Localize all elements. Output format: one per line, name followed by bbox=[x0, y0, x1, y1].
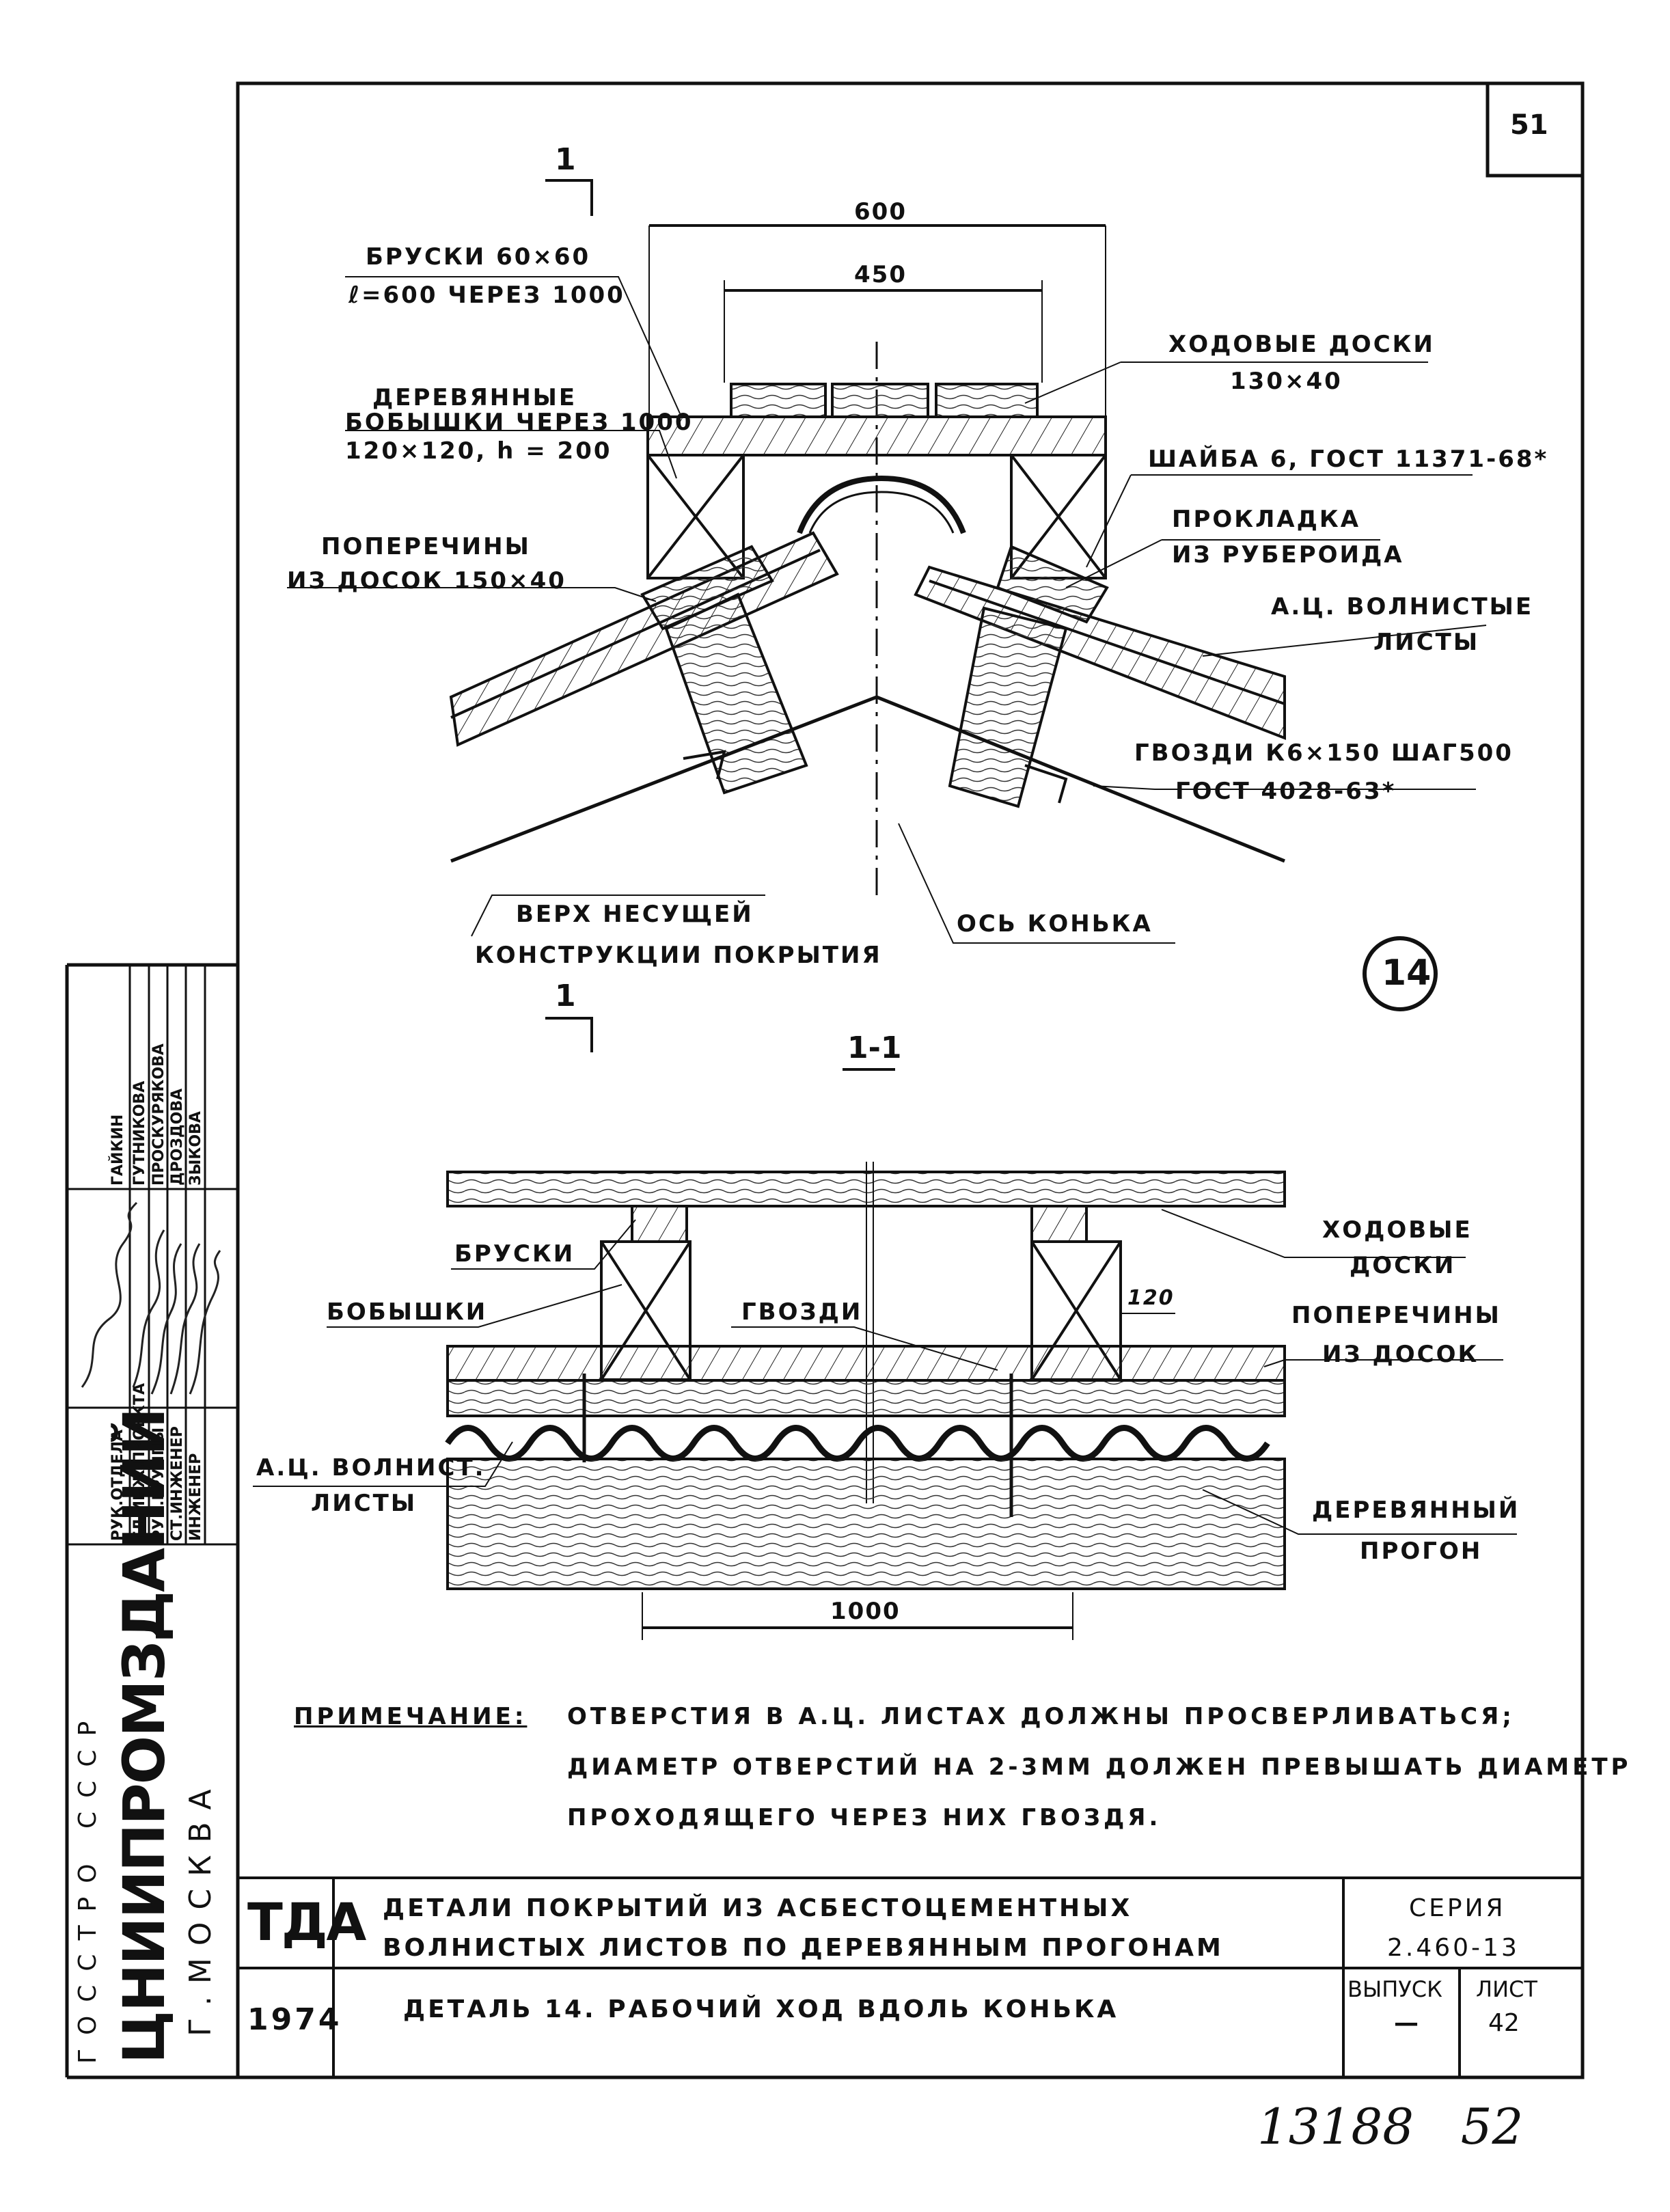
label-poperechiny-1: ПОПЕРЕЧИНЫ bbox=[321, 533, 531, 560]
dimension-120: 120 bbox=[1127, 1286, 1175, 1310]
label-section-poperechiny-1: ПОПЕРЕЧИНЫ bbox=[1291, 1302, 1501, 1329]
side-stamp-city: Г.МОСКВА bbox=[183, 1777, 218, 2036]
label-section-listy-2: ЛИСТЫ bbox=[311, 1490, 418, 1517]
label-poperechiny-2: ИЗ ДОСОК 150×40 bbox=[287, 567, 566, 595]
title-block-year: 1974 bbox=[247, 2002, 342, 2037]
list-label: ЛИСТ bbox=[1476, 1976, 1537, 2002]
detail-number: 14 bbox=[1382, 953, 1432, 994]
detail-title: ДЕТАЛЬ 14. РАБОЧИЙ ХОД ВДОЛЬ КОНЬКА bbox=[403, 1995, 1119, 2023]
series-value: 2.460-13 bbox=[1387, 1934, 1520, 1962]
detail-circle bbox=[1363, 936, 1438, 1011]
title-block-logo: ТДА bbox=[247, 1892, 366, 1952]
side-stamp-gosstroy: ГОССТРО СССР bbox=[74, 1707, 102, 2064]
label-prokladka-2: ИЗ РУБЕРОИДА bbox=[1172, 541, 1404, 569]
side-stamp-role-3: РУК.ГРУППЫ bbox=[150, 1427, 167, 1541]
title-line-1: ДЕТАЛИ ПОКРЫТИЙ ИЗ АСБЕСТОЦЕМЕНТНЫХ bbox=[383, 1894, 1133, 1922]
label-khodovye-2: 130×40 bbox=[1230, 368, 1343, 395]
series-label: СЕРИЯ bbox=[1409, 1894, 1506, 1922]
label-section-bruski: БРУСКИ bbox=[454, 1240, 575, 1268]
label-verkh-1: ВЕРХ НЕСУЩЕЙ bbox=[516, 901, 754, 928]
label-section-khodovye-1: ХОДОВЫЕ bbox=[1322, 1216, 1473, 1244]
label-bruski-2: ℓ=600 ЧЕРЕЗ 1000 bbox=[348, 282, 625, 309]
note-line-3: ПРОХОДЯЩЕГО ЧЕРЕЗ НИХ ГВОЗДЯ. bbox=[567, 1804, 1162, 1831]
label-bobyshki-1: ДЕРЕВЯННЫЕ bbox=[372, 384, 577, 411]
label-listy-2: ЛИСТЫ bbox=[1373, 629, 1480, 656]
label-bobyshki-2: БОБЫШКИ ЧЕРЕЗ 1000 bbox=[345, 409, 694, 436]
note-line-2: ДИАМЕТР ОТВЕРСТИЙ НА 2-3ММ ДОЛЖЕН ПРЕВЫШ… bbox=[567, 1753, 1632, 1781]
section-marker-bottom: 1 bbox=[555, 979, 576, 1013]
vypusk-value: — bbox=[1394, 2009, 1419, 2037]
label-prokladka-1: ПРОКЛАДКА bbox=[1172, 506, 1361, 533]
dimension-1000: 1000 bbox=[830, 1598, 901, 1625]
side-stamp-role-5: ИНЖЕНЕР bbox=[187, 1453, 204, 1541]
dimension-600: 600 bbox=[854, 198, 907, 226]
signatures bbox=[81, 1201, 221, 1395]
title-block-grid bbox=[238, 1876, 1583, 2077]
side-stamp-name-1: ГАЙКИН bbox=[109, 1114, 126, 1186]
label-verkh-2: КОНСТРУКЦИИ ПОКРЫТИЯ bbox=[475, 942, 882, 969]
label-section-poperechiny-2: ИЗ ДОСОК bbox=[1322, 1341, 1479, 1368]
label-bobyshki-3: 120×120, h = 200 bbox=[345, 437, 612, 465]
label-shaiba: ШАЙБА 6, ГОСТ 11371-68* bbox=[1148, 446, 1549, 473]
label-listy-1: А.Ц. ВОЛНИСТЫЕ bbox=[1271, 593, 1534, 620]
label-section-progon-1: ДЕРЕВЯННЫЙ bbox=[1312, 1497, 1520, 1524]
dimension-450: 450 bbox=[854, 261, 907, 288]
section-marker-top: 1 bbox=[555, 142, 576, 177]
section-title: 1-1 bbox=[847, 1030, 902, 1065]
side-stamp-role-1: РУК.ОТДЕЛА bbox=[109, 1429, 126, 1541]
upper-view bbox=[287, 179, 1487, 1052]
label-khodovye-1: ХОДОВЫЕ ДОСКИ bbox=[1168, 331, 1435, 358]
label-section-khodovye-2: ДОСКИ bbox=[1350, 1252, 1456, 1279]
side-stamp-name-2: ГУТНИКОВА bbox=[131, 1080, 148, 1186]
label-os-konka: ОСЬ КОНЬКА bbox=[957, 910, 1153, 938]
label-section-progon-2: ПРОГОН bbox=[1360, 1538, 1483, 1565]
label-gvozdi-1: ГВОЗДИ К6×150 ШАГ500 bbox=[1134, 739, 1514, 767]
side-stamp-name-4: ДРОЗДОВА bbox=[169, 1088, 186, 1186]
label-bruski-1: БРУСКИ 60×60 bbox=[366, 243, 591, 271]
sheet-frame bbox=[65, 81, 1585, 2079]
section-view bbox=[253, 1162, 1517, 1640]
title-line-2: ВОЛНИСТЫХ ЛИСТОВ ПО ДЕРЕВЯННЫМ ПРОГОНАМ bbox=[383, 1934, 1224, 1962]
note-line-1: ОТВЕРСТИЯ В А.Ц. ЛИСТАХ ДОЛЖНЫ ПРОСВЕРЛИ… bbox=[567, 1703, 1515, 1730]
side-stamp-role-4: СТ.ИНЖЕНЕР bbox=[169, 1426, 186, 1541]
label-section-bobyshki: БОБЫШКИ bbox=[327, 1298, 488, 1326]
side-stamp-grid bbox=[67, 965, 238, 1546]
label-section-listy-1: А.Ц. ВОЛНИСТ. bbox=[256, 1454, 486, 1482]
vypusk-label: ВЫПУСК bbox=[1347, 1976, 1442, 2002]
list-value: 42 bbox=[1488, 2009, 1520, 2037]
side-stamp-name-5: ЗЫКОВА bbox=[187, 1111, 204, 1186]
note-heading: ПРИМЕЧАНИЕ: bbox=[294, 1703, 528, 1730]
label-section-gvozdi: ГВОЗДИ bbox=[741, 1298, 863, 1326]
side-stamp-role-2: ГЛ.ИНЖ.ПРОЕКТА bbox=[131, 1382, 148, 1541]
label-gvozdi-2: ГОСТ 4028-63* bbox=[1175, 778, 1397, 805]
handwritten-archive-number: 13188 52 bbox=[1257, 2098, 1524, 2155]
corner-page-number: 51 bbox=[1510, 109, 1548, 141]
side-stamp-name-3: ПРОСКУРЯКОВА bbox=[150, 1043, 167, 1186]
